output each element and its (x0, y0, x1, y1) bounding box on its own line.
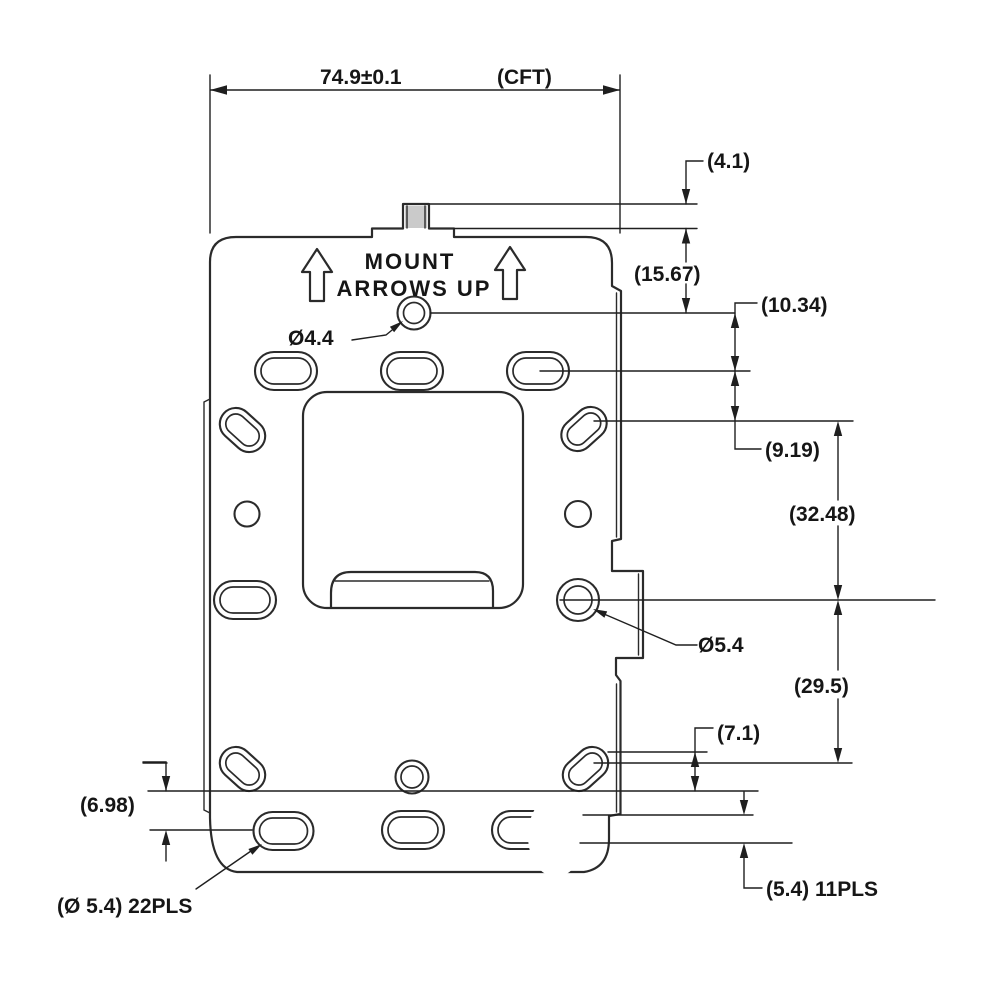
dim-right-offset (607, 727, 714, 792)
dim-hole-to-slot (730, 302, 762, 450)
dim-label-tab-height: (4.1) (707, 150, 750, 173)
slot-bottom-center (380, 809, 446, 851)
mount-arrow-up-icon (493, 245, 527, 301)
mount-arrow-up-icon (300, 247, 334, 303)
dim-label-left-offset: (6.98) (80, 794, 135, 817)
leader-top-hole (351, 321, 403, 341)
slot-row1-left (253, 350, 319, 392)
dim-label-slot-dia-note: (Ø 5.4) 22PLS (57, 895, 192, 918)
slot-diag-upper-right (560, 405, 608, 453)
slot-bottom-left (252, 810, 315, 852)
dim-label-slot-spacing: (9.19) (765, 439, 820, 462)
leader-slot-note (195, 844, 262, 890)
dim-mid-span (559, 421, 936, 601)
leader-mid-hole (593, 609, 698, 646)
dim-label-mid-span: (32.48) (789, 503, 856, 526)
dim-label-right-offset: (7.1) (717, 722, 760, 745)
dim-slot-size (579, 791, 793, 889)
dim-label-mid-hole-dia: Ø5.4 (698, 634, 744, 657)
dim-label-top-hole-dia: Ø4.4 (288, 327, 334, 350)
drawing-labels: 74.9±0.1 (CFT) (4.1) (15.67) (10.34) (9.… (57, 66, 878, 918)
dim-tab-height (681, 160, 704, 314)
dim-label-slot-size: (5.4) 11PLS (766, 878, 878, 901)
dim-label-top-offset: (15.67) (634, 263, 701, 286)
dim-left-offset (142, 761, 253, 862)
slot-diag-lower-right (561, 745, 610, 793)
ext-tab-lines (429, 203, 698, 230)
bracket-outline (203, 202, 645, 874)
slot-diag-upper-left (218, 406, 267, 454)
mount-arrow-icons (300, 245, 527, 303)
central-opening (301, 390, 525, 610)
hole-small-right (563, 499, 593, 529)
hole-circle-bottom (394, 759, 430, 795)
slot-diag-lower-left (218, 745, 267, 793)
slot-row1-center (379, 350, 445, 392)
slot-mid-left (212, 579, 278, 621)
dim-label-overall-width: 74.9±0.1 (320, 66, 402, 89)
ext-hole-lines (429, 312, 854, 422)
dim-label-lower-span: (29.5) (794, 675, 849, 698)
dim-label-hole-to-slot: (10.34) (761, 294, 828, 317)
opening-bottom-tab (329, 570, 495, 609)
hole-circle-top (396, 295, 432, 331)
dimension-annotations (142, 74, 936, 890)
top-tab (405, 206, 427, 228)
erased-area (528, 795, 584, 877)
dim-overall-width (209, 74, 621, 234)
mount-note-line2: ARROWS UP (337, 276, 492, 301)
hole-small-left (233, 500, 261, 528)
mount-note-line1: MOUNT (365, 249, 456, 274)
dim-label-cft: (CFT) (497, 66, 552, 89)
mounting-holes (212, 295, 610, 852)
dim-lower-span (142, 600, 853, 764)
